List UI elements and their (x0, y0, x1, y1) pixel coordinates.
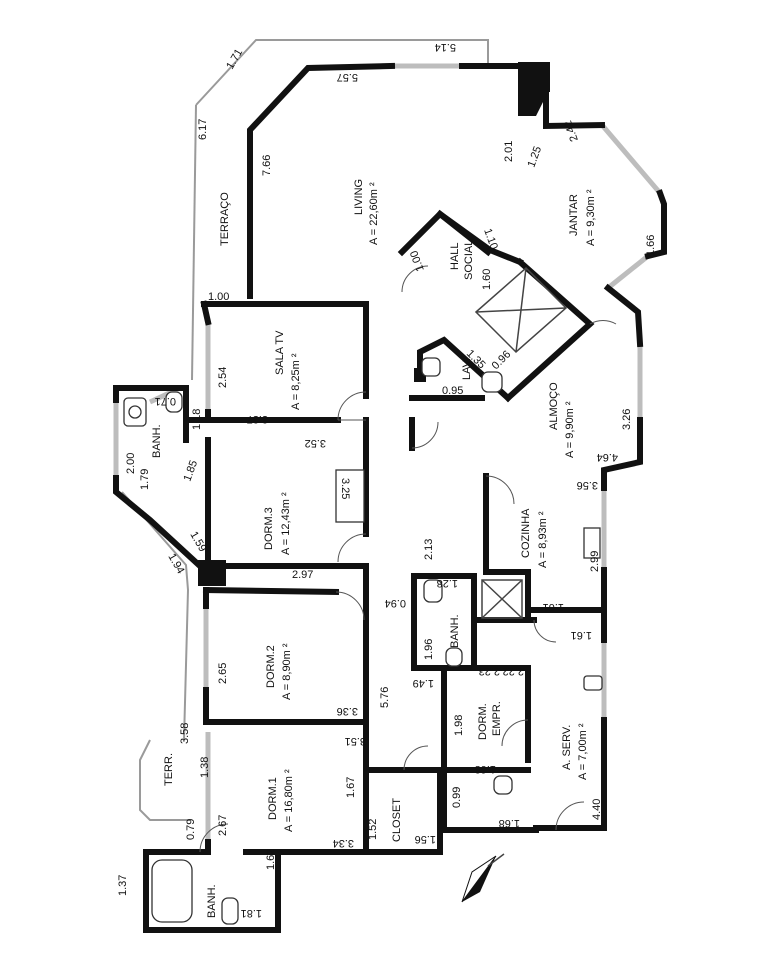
dim-196: 1.96 (423, 639, 435, 660)
room-salatv-area: A = 8,25m ² (290, 353, 302, 410)
dim-358: 3.58 (179, 723, 191, 744)
dim-766: 7.66 (261, 155, 273, 176)
terrace-outline (121, 39, 489, 821)
dim-299: 2.99 (589, 551, 601, 572)
dim-079: 0.79 (185, 819, 197, 840)
dim-440: 4.40 (591, 799, 603, 820)
dim-352: 3.52 (305, 437, 326, 449)
room-dormempr-name: DORM. (477, 703, 489, 740)
dim-171: 1.71 (224, 47, 245, 72)
dim-297: 2.97 (292, 569, 313, 581)
room-dorm2-name: DORM.2 (265, 645, 277, 688)
dim-168b: 1.68 (499, 817, 520, 829)
dim-201: 2.01 (503, 141, 515, 162)
room-lav-name: LAV. (461, 358, 473, 380)
dim-254: 2.54 (217, 367, 229, 388)
room-living-name: LIVING (353, 179, 365, 215)
room-banh3-name: BANH. (206, 884, 218, 918)
dim-514: 5.14 (435, 41, 456, 53)
dim-351: 3.51 (345, 735, 366, 747)
room-hall-name: HALL (449, 242, 461, 270)
dim-168a: 1.68 (475, 763, 496, 775)
dim-356: 3.56 (577, 479, 598, 491)
room-aserv-area: A = 7,00m ² (577, 723, 589, 780)
dim-185: 1.85 (182, 459, 201, 483)
dim-194: 1.94 (165, 552, 186, 577)
room-almoco-name: ALMOÇO (548, 382, 560, 430)
room-dorm1-area: A = 16,80m ² (283, 769, 295, 832)
dim-200: 2.00 (125, 453, 137, 474)
elevator-shaft (474, 266, 568, 354)
room-jantar-area: A = 9,30m ² (585, 189, 597, 246)
dim-213: 2.13 (423, 539, 435, 560)
room-terraco-name: TERRAÇO (219, 192, 231, 246)
dim-138: 1.38 (199, 757, 211, 778)
north-arrow (461, 853, 505, 903)
dim-149: 1.49 (413, 677, 434, 689)
dim-223: 2.23 (479, 665, 500, 677)
dim-166: 1.66 (645, 235, 657, 256)
dim-118: 1.18 (191, 409, 203, 430)
room-aserv-name: A. SERV. (561, 725, 573, 770)
dim-100a: 1.00 (208, 291, 229, 303)
walls (113, 62, 667, 933)
dim-125: 1.25 (526, 145, 545, 169)
room-cozinha-name: COZINHA (520, 508, 532, 558)
dim-267: 2.67 (217, 815, 229, 836)
dim-094: 0.94 (385, 597, 406, 609)
dim-100b: 1.00 (408, 249, 427, 273)
dim-099: 0.99 (451, 787, 463, 808)
dim-071: 0.71 (155, 395, 176, 407)
dim-161b: 1.61 (571, 629, 592, 641)
door-swings (199, 265, 617, 853)
room-closet-name: CLOSET (391, 798, 403, 842)
dim-161a: 1.61 (543, 601, 564, 613)
dim-617: 6.17 (197, 119, 209, 140)
room-banh1-name: BANH. (151, 424, 163, 458)
dim-464: 4.64 (597, 451, 618, 463)
room-banh2-name: BANH. (449, 614, 461, 648)
dim-156: 1.56 (415, 833, 436, 845)
dim-179: 1.79 (139, 469, 151, 490)
room-dorm3-area: A = 12,43m ² (280, 492, 292, 555)
dim-337: 3.37 (247, 413, 268, 425)
room-salatv-name: SALA TV (274, 330, 286, 375)
fixtures (123, 357, 603, 925)
room-almoco-area: A = 9,90m ² (564, 401, 576, 458)
room-hall-sub: SOCIAL (463, 240, 475, 280)
dim-265: 2.65 (217, 663, 229, 684)
dim-325: 3.25 (339, 478, 351, 499)
columns (198, 62, 550, 586)
dim-137: 1.37 (117, 875, 129, 896)
room-dormempr-sub: EMPR. (491, 701, 503, 736)
room-living-area: A = 22,60m ² (368, 182, 380, 245)
dim-167: 1.67 (345, 777, 357, 798)
room-dorm2-area: A = 8,90m ² (281, 643, 293, 700)
room-terr-name: TERR. (163, 753, 175, 786)
room-dorm1-name: DORM.1 (267, 777, 279, 820)
room-jantar-name: JANTAR (568, 194, 580, 236)
dim-334: 3.34 (333, 837, 354, 849)
dim-152: 1.52 (367, 819, 379, 840)
room-dorm3-name: DORM.3 (263, 507, 275, 550)
dim-198: 1.98 (453, 715, 465, 736)
dim-326: 3.26 (621, 409, 633, 430)
dim-181: 1.81 (241, 907, 262, 919)
dim-128: 1.28 (437, 577, 458, 589)
dim-222: 2.22 (503, 665, 524, 677)
duct-shaft (481, 579, 523, 619)
dim-576: 5.76 (379, 687, 391, 708)
dim-557: 5.57 (337, 71, 358, 83)
dim-336: 3.36 (337, 705, 358, 717)
dim-096: 0.96 (490, 348, 514, 372)
dim-095: 0.95 (442, 385, 463, 397)
dim-160: 1.60 (481, 269, 493, 290)
dim-162: 1.62 (265, 849, 277, 870)
room-cozinha-area: A = 8,93m ² (537, 511, 549, 568)
